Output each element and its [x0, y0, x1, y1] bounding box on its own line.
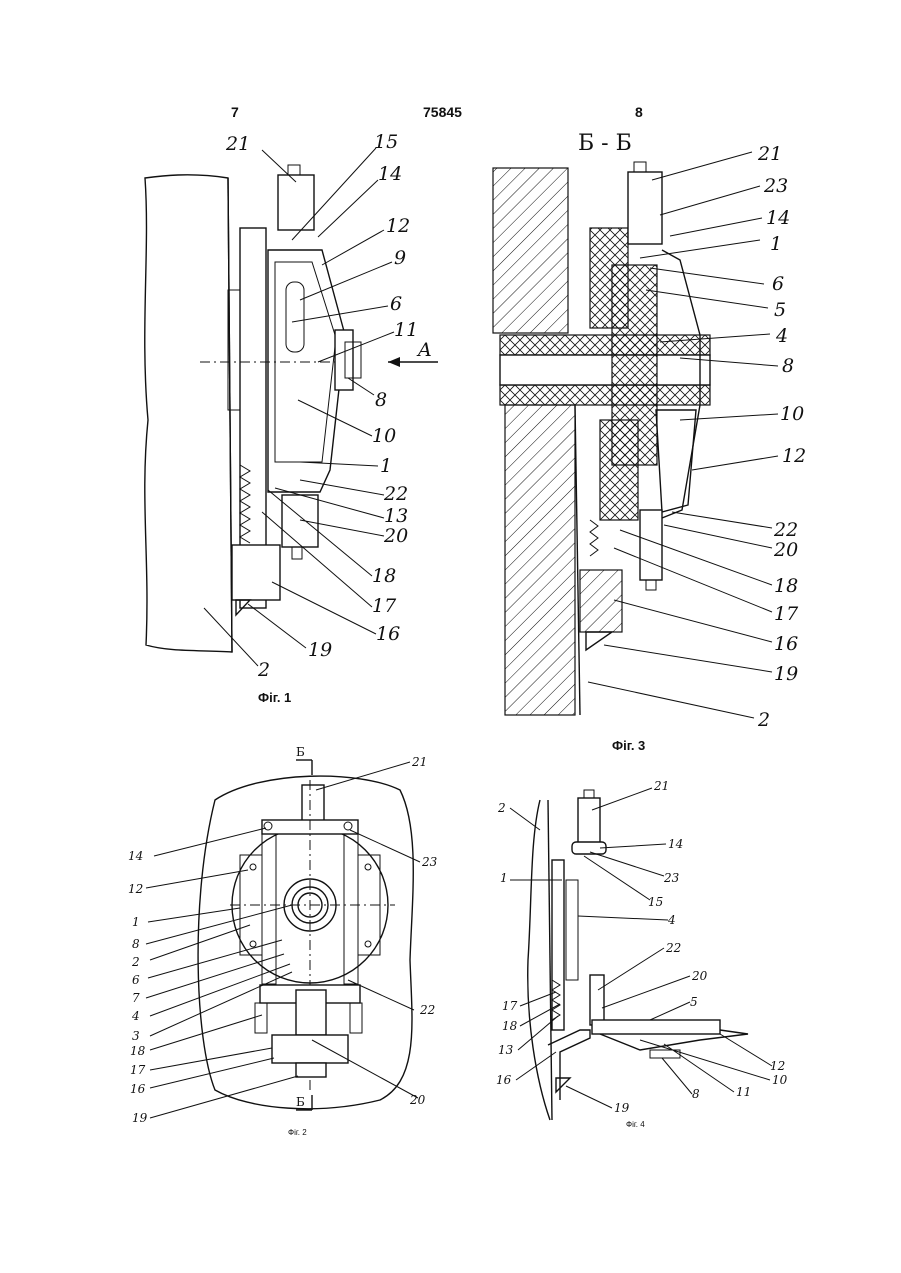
fig4-callout-18: 18 [502, 1019, 518, 1033]
fig1-callout-9: 9 [394, 247, 406, 269]
fig4-wall-outline [528, 800, 550, 1120]
fig4-callout-23: 23 [663, 871, 680, 885]
figure-2: Б Б 21 23 14 12 [128, 745, 438, 1125]
fig2-section-mark-bottom: Б [296, 1095, 305, 1109]
fig3-caption: Фіг. 3 [612, 738, 645, 753]
fig4-callout-17: 17 [502, 999, 518, 1013]
fig3-section-title: Б - Б [578, 131, 632, 156]
fig4-callout-8: 8 [692, 1087, 700, 1101]
fig3-callout-6: 6 [772, 273, 784, 295]
fig1-callout-8: 8 [375, 389, 387, 411]
fig2-callout-3: 3 [132, 1029, 140, 1043]
fig1-callout-12: 12 [386, 215, 410, 237]
figure-4: 21 2 14 23 15 1 4 22 20 5 17 18 13 16 12… [496, 779, 788, 1120]
fig1-direction-label: A [416, 339, 432, 361]
fig3-callout-10: 10 [780, 403, 804, 425]
fig4-callout-12: 12 [770, 1059, 785, 1073]
fig1-callout-17: 17 [372, 595, 397, 617]
fig3-callout-23: 23 [763, 175, 788, 197]
fig3-callout-1: 1 [770, 233, 782, 255]
fig3-wall-lower [505, 405, 575, 715]
fig4-callout-21: 21 [653, 779, 669, 793]
fig2-callout-6: 6 [132, 973, 140, 987]
fig1-callout-11: 11 [394, 319, 418, 341]
fig2-callout-2: 2 [131, 955, 140, 969]
figure-3: Б - Б 21 23 14 1 6 5 4 8 10 12 22 20 18 … [493, 131, 806, 731]
fig2-callout-19: 19 [132, 1111, 148, 1125]
fig3-callout-16: 16 [774, 633, 798, 655]
fig4-callout-14: 14 [668, 837, 683, 851]
fig3-callout-8: 8 [782, 355, 794, 377]
fig2-caption: Фіг. 2 [288, 1128, 307, 1137]
fig2-callout-12: 12 [128, 882, 143, 896]
fig1-caption: Фіг. 1 [258, 690, 291, 705]
fig4-callout-4: 4 [667, 913, 676, 927]
fig1-callout-1: 1 [380, 455, 392, 477]
fig3-callout-21: 21 [757, 143, 782, 165]
fig1-wall-outline [145, 175, 232, 652]
fig1-callout-20: 20 [383, 525, 408, 547]
fig2-labels: 21 23 14 12 1 8 2 6 7 4 3 22 18 17 16 20… [128, 755, 438, 1125]
fig4-callout-5: 5 [690, 995, 698, 1009]
fig1-callout-14: 14 [378, 163, 402, 185]
fig1-callout-6: 6 [390, 293, 402, 315]
fig4-callout-15: 15 [648, 895, 663, 909]
fig3-callout-2: 2 [757, 709, 770, 731]
fig2-callout-20: 20 [409, 1093, 426, 1107]
fig2-callout-8: 8 [132, 937, 140, 951]
fig4-callout-13: 13 [498, 1043, 514, 1057]
fig3-callout-18: 18 [774, 575, 798, 597]
fig2-callout-23: 23 [421, 855, 438, 869]
fig3-callout-19: 19 [774, 663, 798, 685]
fig3-callout-22: 22 [773, 519, 798, 541]
fig4-callout-20: 20 [691, 969, 708, 983]
fig3-callout-12: 12 [782, 445, 806, 467]
fig2-callout-17: 17 [130, 1063, 146, 1077]
fig2-callout-7: 7 [132, 991, 140, 1005]
fig1-callout-22: 22 [383, 483, 408, 505]
fig3-callout-17: 17 [774, 603, 799, 625]
fig1-callout-2: 2 [257, 659, 270, 681]
fig3-callout-20: 20 [773, 539, 798, 561]
fig4-caption: Фіг. 4 [626, 1120, 645, 1129]
fig3-callout-14: 14 [766, 207, 790, 229]
fig1-callout-13: 13 [384, 505, 408, 527]
fig4-callout-16: 16 [496, 1073, 512, 1087]
fig1-callout-16: 16 [376, 623, 400, 645]
fig1-callout-21: 21 [225, 133, 250, 155]
fig4-callout-11: 11 [736, 1085, 751, 1099]
fig2-callout-22: 22 [419, 1003, 435, 1017]
fig4-callout-2: 2 [497, 801, 506, 815]
figure-1: A 21 15 14 12 9 6 11 8 10 1 22 13 20 18 … [145, 131, 438, 681]
fig1-callout-19: 19 [308, 639, 332, 661]
fig1-callout-18: 18 [372, 565, 396, 587]
fig1-callout-10: 10 [372, 425, 396, 447]
fig2-callout-16: 16 [130, 1082, 146, 1096]
fig3-wall-upper [493, 168, 568, 333]
fig2-section-mark-top: Б [296, 745, 305, 759]
fig4-callout-1: 1 [500, 871, 508, 885]
fig2-callout-21: 21 [411, 755, 427, 769]
fig2-callout-18: 18 [130, 1044, 146, 1058]
fig4-callout-22: 22 [665, 941, 681, 955]
fig4-callout-10: 10 [772, 1073, 788, 1087]
fig3-callout-5: 5 [774, 299, 786, 321]
fig2-callout-4: 4 [131, 1009, 140, 1023]
fig3-labels: 21 23 14 1 6 5 4 8 10 12 22 20 18 17 16 … [757, 143, 806, 731]
fig3-callout-4: 4 [775, 325, 788, 347]
fig1-callout-15: 15 [374, 131, 398, 153]
fig2-callout-14: 14 [128, 849, 143, 863]
fig4-callout-19: 19 [614, 1101, 630, 1115]
fig2-callout-1: 1 [132, 915, 140, 929]
